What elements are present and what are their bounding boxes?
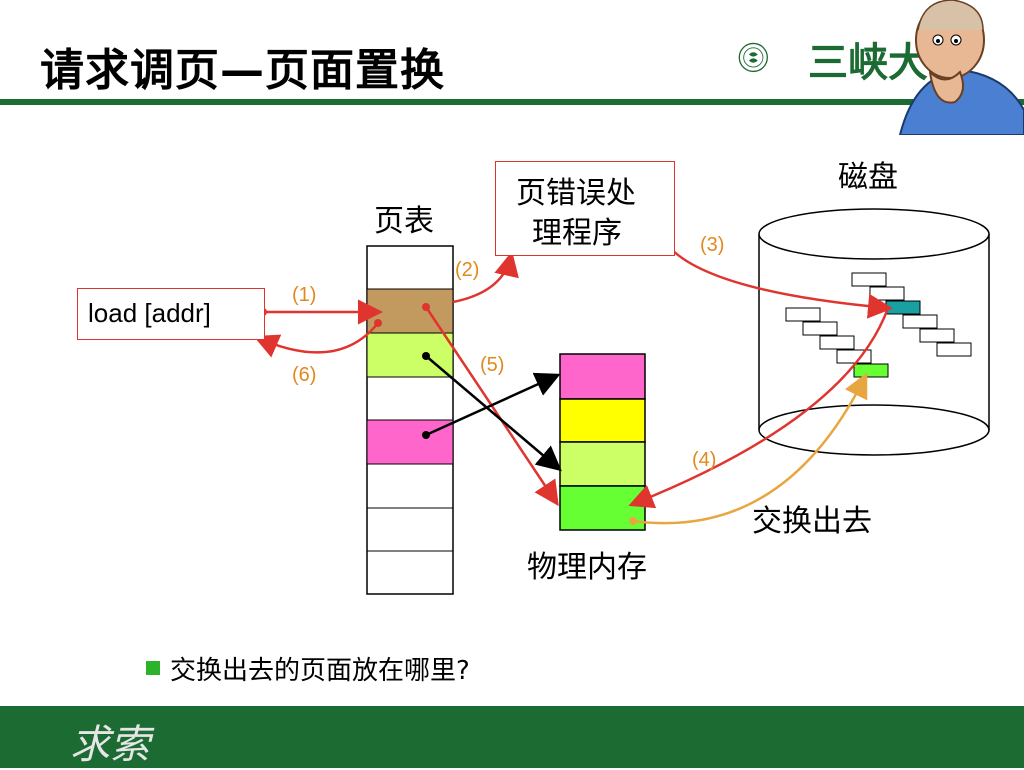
step-label-3: (3) <box>700 234 725 256</box>
frame-lightgreen <box>559 441 646 487</box>
step-label-5: (5) <box>480 354 505 376</box>
footer-band <box>0 706 1024 768</box>
page-table <box>366 245 454 595</box>
thinking-man-icon <box>898 0 1024 135</box>
step-label-4: (4) <box>692 449 717 471</box>
slide-title: 请求调页—页面置换 <box>40 45 445 96</box>
instruction-box: load [addr] <box>77 288 265 340</box>
step-label-6: (6) <box>292 364 317 386</box>
title-divider <box>0 99 1024 105</box>
disk-label: 磁盘 <box>838 160 898 195</box>
page-table-entry-pink <box>366 419 454 465</box>
step-label-2: (2) <box>455 259 480 281</box>
handler-label-line2: 理程序 <box>532 216 622 251</box>
disk-block-teal <box>885 300 921 315</box>
arrow-step-4 <box>628 307 890 509</box>
arrow-map-green <box>425 355 562 472</box>
frame-yellow <box>559 398 646 443</box>
arrow-step-6 <box>253 322 379 358</box>
swap-out-label: 交换出去 <box>752 504 872 539</box>
page-fault-handler-box: 页错误处 理程序 <box>495 161 675 256</box>
frame-pink <box>559 353 646 400</box>
university-logo <box>738 42 768 73</box>
arrow-map-pink <box>425 372 561 437</box>
arrow-swap-out <box>632 372 868 525</box>
page-table-entry-green <box>366 332 454 378</box>
bullet-question: 交换出去的页面放在哪里? <box>170 656 470 686</box>
handler-label-line1: 页错误处 <box>516 176 636 211</box>
physical-memory-label: 物理内存 <box>527 550 647 585</box>
physical-memory <box>559 353 646 531</box>
motto: 求索 <box>70 722 150 768</box>
disk <box>758 208 990 456</box>
bullet-square-icon <box>146 661 160 675</box>
arrow-step-2 <box>452 251 519 304</box>
page-table-label: 页表 <box>374 204 434 239</box>
university-name: 三峡大 <box>808 39 928 86</box>
step-label-1: (1) <box>292 284 317 306</box>
instruction-text: load [addr] <box>88 298 211 328</box>
disk-block-green <box>853 363 889 378</box>
